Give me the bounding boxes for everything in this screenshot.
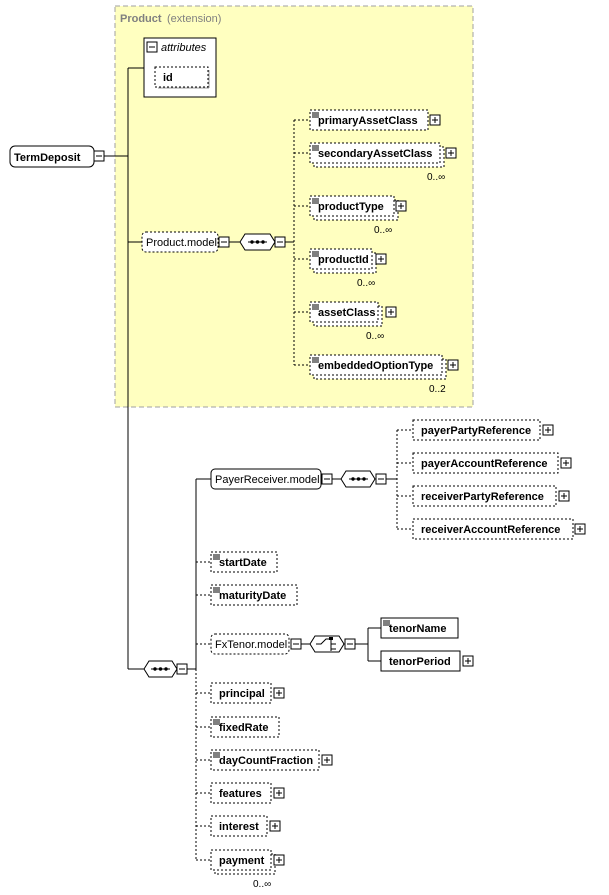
element-receiveraccountreference[interactable]: receiverAccountReference [412,518,586,540]
element-label: payerPartyReference [421,425,531,437]
element-label: features [219,788,262,800]
attribute-id[interactable] [154,66,209,88]
element-label: fixedRate [219,722,269,734]
element-productid[interactable]: productId 0..∞ [309,248,387,289]
element-receiverpartyreference[interactable]: receiverPartyReference [412,485,570,507]
element-label: payerAccountReference [421,458,548,470]
fxtenor-model-group[interactable] [210,633,290,655]
element-label: receiverAccountReference [421,524,560,536]
attributes-title: attributes [161,42,207,54]
product-model-group[interactable] [141,231,219,253]
element-label: tenorPeriod [389,656,451,668]
cardinality: 0..∞ [253,879,271,890]
attribute-id-label: id [163,72,173,84]
element-label: assetClass [318,307,376,319]
element-assetclass[interactable]: assetClass 0..∞ [309,301,397,342]
element-producttype[interactable]: productType 0..∞ [309,195,407,236]
element-interest[interactable]: interest [210,815,281,837]
element-label: primaryAssetClass [318,115,418,127]
cardinality: 0..∞ [357,278,375,289]
element-label: receiverPartyReference [421,491,544,503]
element-secondaryassetclass[interactable]: secondaryAssetClass 0..∞ [309,142,457,183]
element-embeddedoptiontype[interactable]: embeddedOptionType 0..2 [309,354,459,395]
element-daycountfraction[interactable]: dayCountFraction [210,749,333,771]
element-features[interactable]: features [210,782,285,804]
element-label: embeddedOptionType [318,360,433,372]
element-label: payment [219,855,265,867]
cardinality: 0..∞ [374,225,392,236]
root-element-label: TermDeposit [14,152,81,164]
element-label: productType [318,201,384,213]
fxtenor-model-label: FxTenor.model [215,639,287,651]
element-tenorname[interactable]: tenorName [380,617,459,639]
product-model-label: Product.model [146,237,217,249]
element-startdate[interactable]: startDate [210,551,278,573]
element-label: startDate [219,557,267,569]
element-principal[interactable]: principal [210,682,285,704]
payerreceiver-model-group[interactable] [210,468,322,490]
choice-compositor[interactable] [309,635,345,653]
cardinality: 0..∞ [427,172,445,183]
payerreceiver-model-label: PayerReceiver.model [215,474,320,486]
element-label: productId [318,254,369,266]
element-label: principal [219,688,265,700]
element-payment[interactable]: payment 0..∞ [210,849,285,890]
element-fixedrate[interactable]: fixedRate [210,716,280,738]
element-maturitydate[interactable]: maturityDate [210,584,298,606]
element-payeraccountreference[interactable]: payerAccountReference [412,452,572,474]
cardinality: 0..2 [429,384,446,395]
element-label: maturityDate [219,590,286,602]
cardinality: 0..∞ [366,331,384,342]
element-tenorperiod[interactable]: tenorPeriod [380,650,474,672]
element-payerpartyreference[interactable]: payerPartyReference [412,419,554,441]
element-primaryassetclass[interactable]: primaryAssetClass [309,109,441,131]
element-label: tenorName [389,623,446,635]
element-label: interest [219,821,259,833]
element-label: dayCountFraction [219,755,313,767]
extension-note: (extension) [167,13,221,25]
element-label: secondaryAssetClass [318,148,432,160]
extension-title: Product [120,13,162,25]
